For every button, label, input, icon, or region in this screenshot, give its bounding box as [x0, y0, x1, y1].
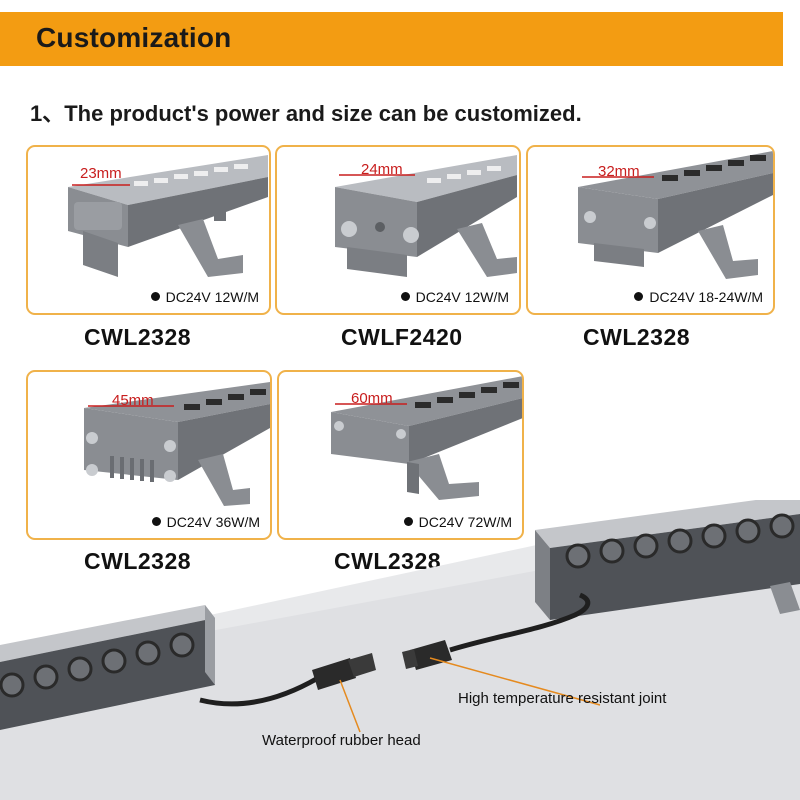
product-card-1: 23mm DC24V 12W/M [26, 145, 271, 315]
dimension-label-4: 45mm [112, 392, 154, 409]
dimension-label-1: 23mm [80, 165, 122, 182]
bullet-icon [150, 292, 160, 301]
model-name-3: CWL2328 [583, 324, 691, 350]
product-card-3: 32mm DC24V 18-24W/M [526, 145, 775, 315]
dimension-label-3: 32mm [598, 163, 640, 180]
bullet-icon [151, 517, 161, 526]
light-bar-image [331, 376, 522, 500]
intro-text: 1、The product's power and size can be cu… [30, 101, 582, 126]
model-name-1: CWL2328 [84, 324, 192, 350]
product-card-4: 45mm DC24V 36W/M [26, 370, 272, 540]
model-name-2: CWLF2420 [341, 324, 463, 350]
bullet-icon [634, 292, 644, 301]
spec-label-3: DC24V 18-24W/M [634, 289, 763, 305]
joint-callout: High temperature resistant joint [458, 690, 667, 707]
spec-label-5: DC24V 72W/M [403, 514, 512, 530]
header-banner [0, 12, 783, 66]
dimension-label-5: 60mm [351, 390, 393, 407]
bullet-icon [403, 517, 413, 526]
spec-label-4: DC24V 36W/M [151, 514, 260, 530]
bullet-icon [400, 292, 410, 301]
dimension-label-2: 24mm [361, 161, 403, 178]
product-card-5: 60mm DC24V 72W/M [277, 370, 524, 540]
model-name-4: CWL2328 [84, 548, 192, 574]
rubber-head-callout: Waterproof rubber head [262, 732, 421, 749]
waterproof-connector [312, 653, 376, 690]
light-bar-image [335, 155, 517, 277]
spec-label-1: DC24V 12W/M [150, 289, 259, 305]
spec-label-2: DC24V 12W/M [400, 289, 509, 305]
light-bar-image [84, 382, 270, 506]
joint-connector [402, 640, 452, 670]
section-title: Customization [36, 22, 232, 53]
light-bar-image [68, 155, 268, 277]
connection-scene [0, 500, 800, 800]
product-card-2: 24mm DC24V 12W/M [275, 145, 521, 315]
light-bar-image [578, 151, 773, 279]
